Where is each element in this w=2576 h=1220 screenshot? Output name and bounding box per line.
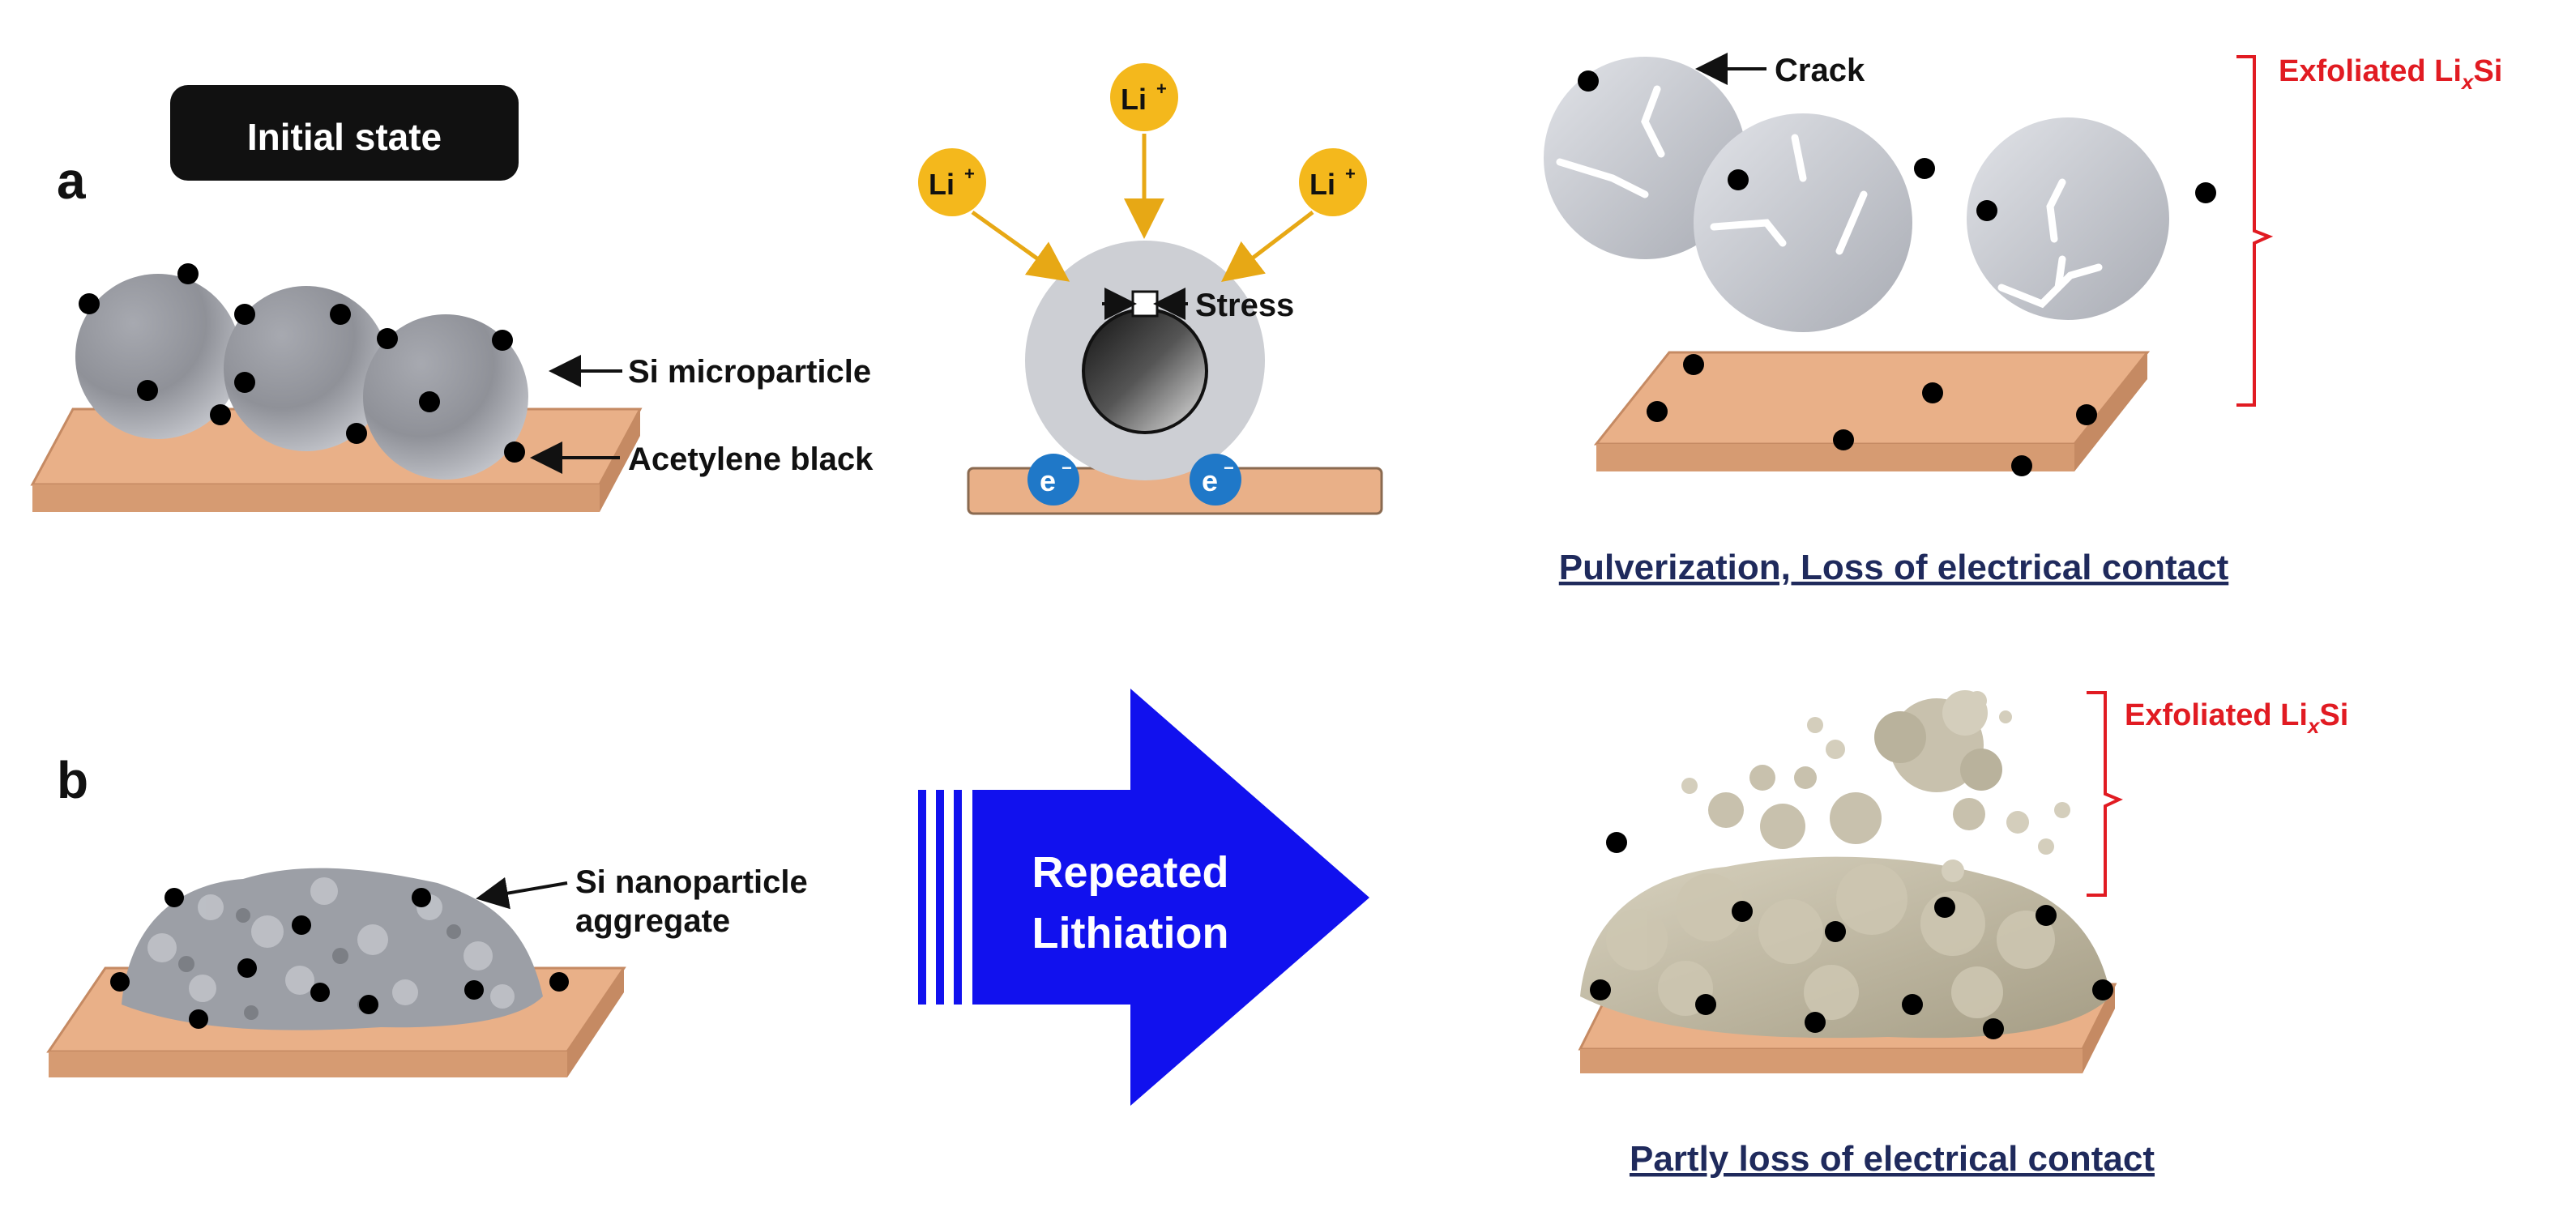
panel-b-letter: b — [57, 751, 88, 809]
stress-label: Stress — [1195, 288, 1294, 323]
svg-text:+: + — [1345, 164, 1356, 184]
acetylene-black-dots-detached — [1578, 70, 2216, 221]
exfoliated-bracket-b — [2087, 691, 2123, 897]
svg-text:−: − — [1224, 458, 1234, 478]
svg-text:+: + — [964, 164, 975, 184]
panel-a-letter: a — [57, 151, 86, 210]
si-microparticle-label: Si microparticle — [628, 354, 871, 390]
svg-text:Li: Li — [1121, 83, 1147, 116]
svg-text:e: e — [1040, 464, 1056, 497]
li-ion-top: Li + — [1110, 63, 1178, 131]
caption-a: Pulverization, Loss of electrical contac… — [1559, 548, 2229, 587]
substrate-a-pulverized — [1593, 351, 2151, 471]
si-nanoparticle-label-line2: aggregate — [575, 903, 730, 939]
acetylene-black-dots-a — [79, 263, 525, 463]
caption-b: Partly loss of electrical contact — [1630, 1139, 2155, 1179]
si-nanoparticle-label-line1: Si nanoparticle — [575, 864, 808, 900]
exfoliated-label-a: Exfoliated LixSi — [2279, 54, 2502, 94]
repeated-lithiation-arrow: Repeated Lithiation — [918, 689, 1369, 1106]
svg-text:+: + — [1156, 79, 1167, 99]
stress-element — [1131, 290, 1159, 318]
crack-lines — [1556, 85, 2103, 309]
exfoliated-fragments — [1681, 690, 2070, 882]
pulverized-state: Crack Exfoliated LixSi Pulverization, Lo… — [1544, 53, 2502, 587]
electron-left: e − — [1027, 454, 1079, 505]
arrow-label-line1: Repeated — [1032, 848, 1228, 897]
li-ion-left-arrow — [971, 210, 1070, 282]
crack-label: Crack — [1775, 53, 1865, 88]
si-core — [1082, 308, 1208, 434]
initial-state-badge — [170, 85, 519, 181]
cracked-particle-2 — [1694, 113, 1912, 332]
arrow-label-line2: Lithiation — [1032, 909, 1229, 958]
cracked-particle-3 — [1967, 117, 2169, 320]
si-microparticle-3 — [363, 314, 528, 480]
svg-text:Li: Li — [929, 168, 955, 201]
swollen-lumps — [1606, 864, 2055, 1020]
svg-text:−: − — [1062, 458, 1072, 478]
exfoliated-bracket-a — [2236, 55, 2274, 407]
acetylene-black-dots-pulverized — [1647, 354, 2097, 476]
exfoliated-label-b: Exfoliated LixSi — [2125, 698, 2348, 738]
si-microparticle-2 — [224, 286, 389, 451]
acetylene-black-dots-b — [110, 888, 569, 1029]
si-microparticles — [75, 274, 528, 480]
acetylene-black-label: Acetylene black — [628, 442, 874, 477]
initial-state-badge-text: Initial state — [247, 116, 442, 158]
si-microparticle-1 — [75, 274, 241, 439]
svg-text:Li: Li — [1309, 168, 1335, 201]
svg-text:e: e — [1202, 464, 1218, 497]
si-nanoparticle-aggregate — [122, 868, 543, 1030]
partly-lost-state: Exfoliated LixSi Partly loss of electric… — [1578, 690, 2348, 1179]
electron-right: e − — [1190, 454, 1241, 505]
si-nanoparticle-pointer — [476, 877, 568, 910]
lithiation-schematic: Stress Li + Li + Li + e − e − — [918, 63, 1383, 515]
li-ion-right-arrow — [1221, 211, 1314, 283]
li-ion-left: Li + — [918, 148, 986, 216]
li-ion-right: Li + — [1299, 148, 1367, 216]
acetylene-black-dots-final — [1590, 832, 2113, 1039]
